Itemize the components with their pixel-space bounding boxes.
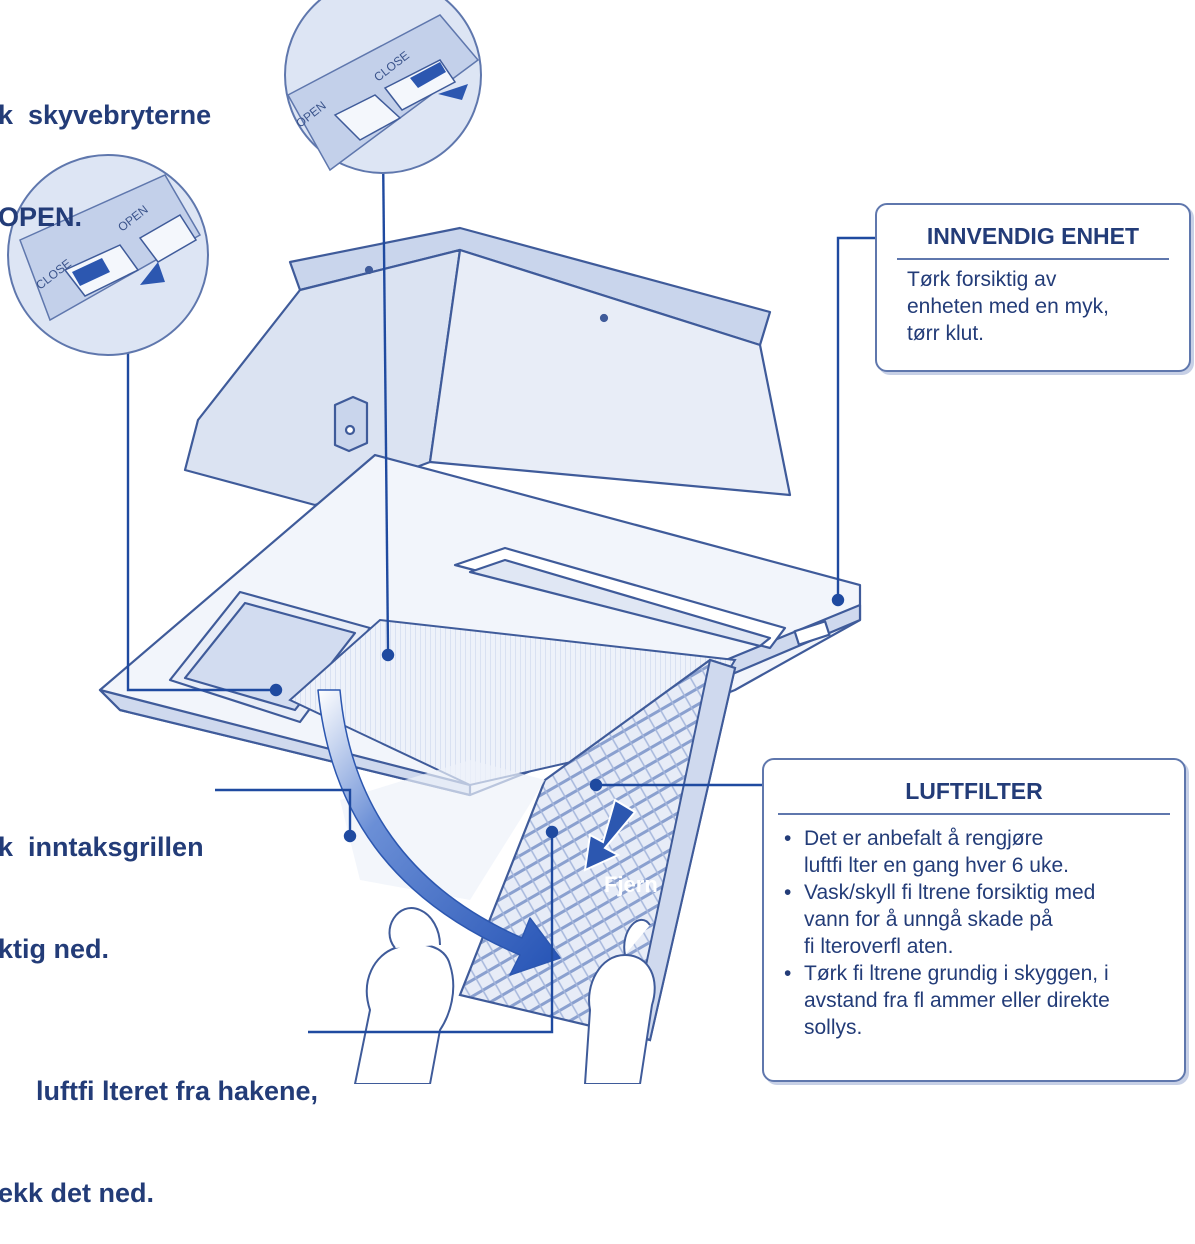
indoor-unit-line: enheten med en myk, bbox=[907, 295, 1109, 318]
switch-detail-top: OPEN CLOSE bbox=[284, 0, 482, 174]
indoor-unit-line: tørr klut. bbox=[907, 322, 984, 345]
air-filter-line: sollys. bbox=[804, 1016, 863, 1039]
air-filter-list: Det er anbefalt å rengjøre luftfi lter e… bbox=[782, 825, 1176, 1041]
air-filter-bullet: Vask/skyll fi ltrene forsiktig med vann … bbox=[782, 879, 1176, 960]
air-filter-line: vann for å unngå skade på bbox=[804, 908, 1053, 931]
air-filter-callout: LUFTFILTER Det er anbefalt å rengjøre lu… bbox=[762, 758, 1186, 1082]
indoor-unit-callout: INNVENDIG ENHET Tørk forsiktig av enhete… bbox=[875, 203, 1191, 372]
air-filter-line: Vask/skyll fi ltrene forsiktig med bbox=[804, 881, 1096, 904]
illustration: OPEN CLOSE CLOSE OPEN bbox=[7, 0, 875, 1084]
air-filter-line: fi lteroverfl aten. bbox=[804, 935, 954, 958]
indoor-unit-line: Tørk forsiktig av bbox=[907, 268, 1057, 291]
indoor-unit-text: Tørk forsiktig av enheten med en myk, tø… bbox=[907, 266, 1189, 347]
step2-line2: ktig ned. bbox=[0, 934, 110, 964]
remove-arrow bbox=[583, 798, 637, 872]
arrow-left-icon bbox=[438, 84, 468, 100]
air-filter-title: LUFTFILTER bbox=[905, 778, 1043, 804]
step3-line2: ekk det ned. bbox=[0, 1178, 155, 1208]
hands bbox=[354, 907, 656, 1084]
step1-line2: OPEN. bbox=[0, 202, 83, 232]
step1-text: k skyvebryterne OPEN. bbox=[0, 30, 211, 268]
remove-label: Fjern bbox=[604, 872, 658, 897]
indoor-unit-body bbox=[183, 226, 792, 507]
leader-lines bbox=[126, 147, 875, 1034]
step3-text: luftfi lteret fra hakene, ekk det ned. bbox=[0, 1006, 319, 1244]
step3-line1: luftfi lteret fra hakene, bbox=[36, 1076, 319, 1106]
air-filter-line: luftfi lter en gang hver 6 uke. bbox=[804, 854, 1069, 877]
air-filter-line: Det er anbefalt å rengjøre bbox=[804, 827, 1044, 850]
arrow-up-icon bbox=[140, 262, 165, 285]
air-filter-bullet: Det er anbefalt å rengjøre luftfi lter e… bbox=[782, 825, 1176, 879]
step1-line1: k skyvebryterne bbox=[0, 100, 212, 130]
air-filter-line: avstand fra fl ammer eller direkte bbox=[804, 989, 1110, 1012]
step2-line1: k inntaksgrillen bbox=[0, 832, 204, 862]
indoor-unit-title: INNVENDIG ENHET bbox=[926, 223, 1140, 249]
air-filter-line: Tørk fi ltrene grundig i skyggen, i bbox=[804, 962, 1109, 985]
switch-detail-left: CLOSE OPEN bbox=[7, 154, 209, 356]
step2-text: k inntaksgrillen ktig ned. bbox=[0, 762, 204, 1000]
air-filter-bullet: Tørk fi ltrene grundig i skyggen, i avst… bbox=[782, 960, 1176, 1041]
